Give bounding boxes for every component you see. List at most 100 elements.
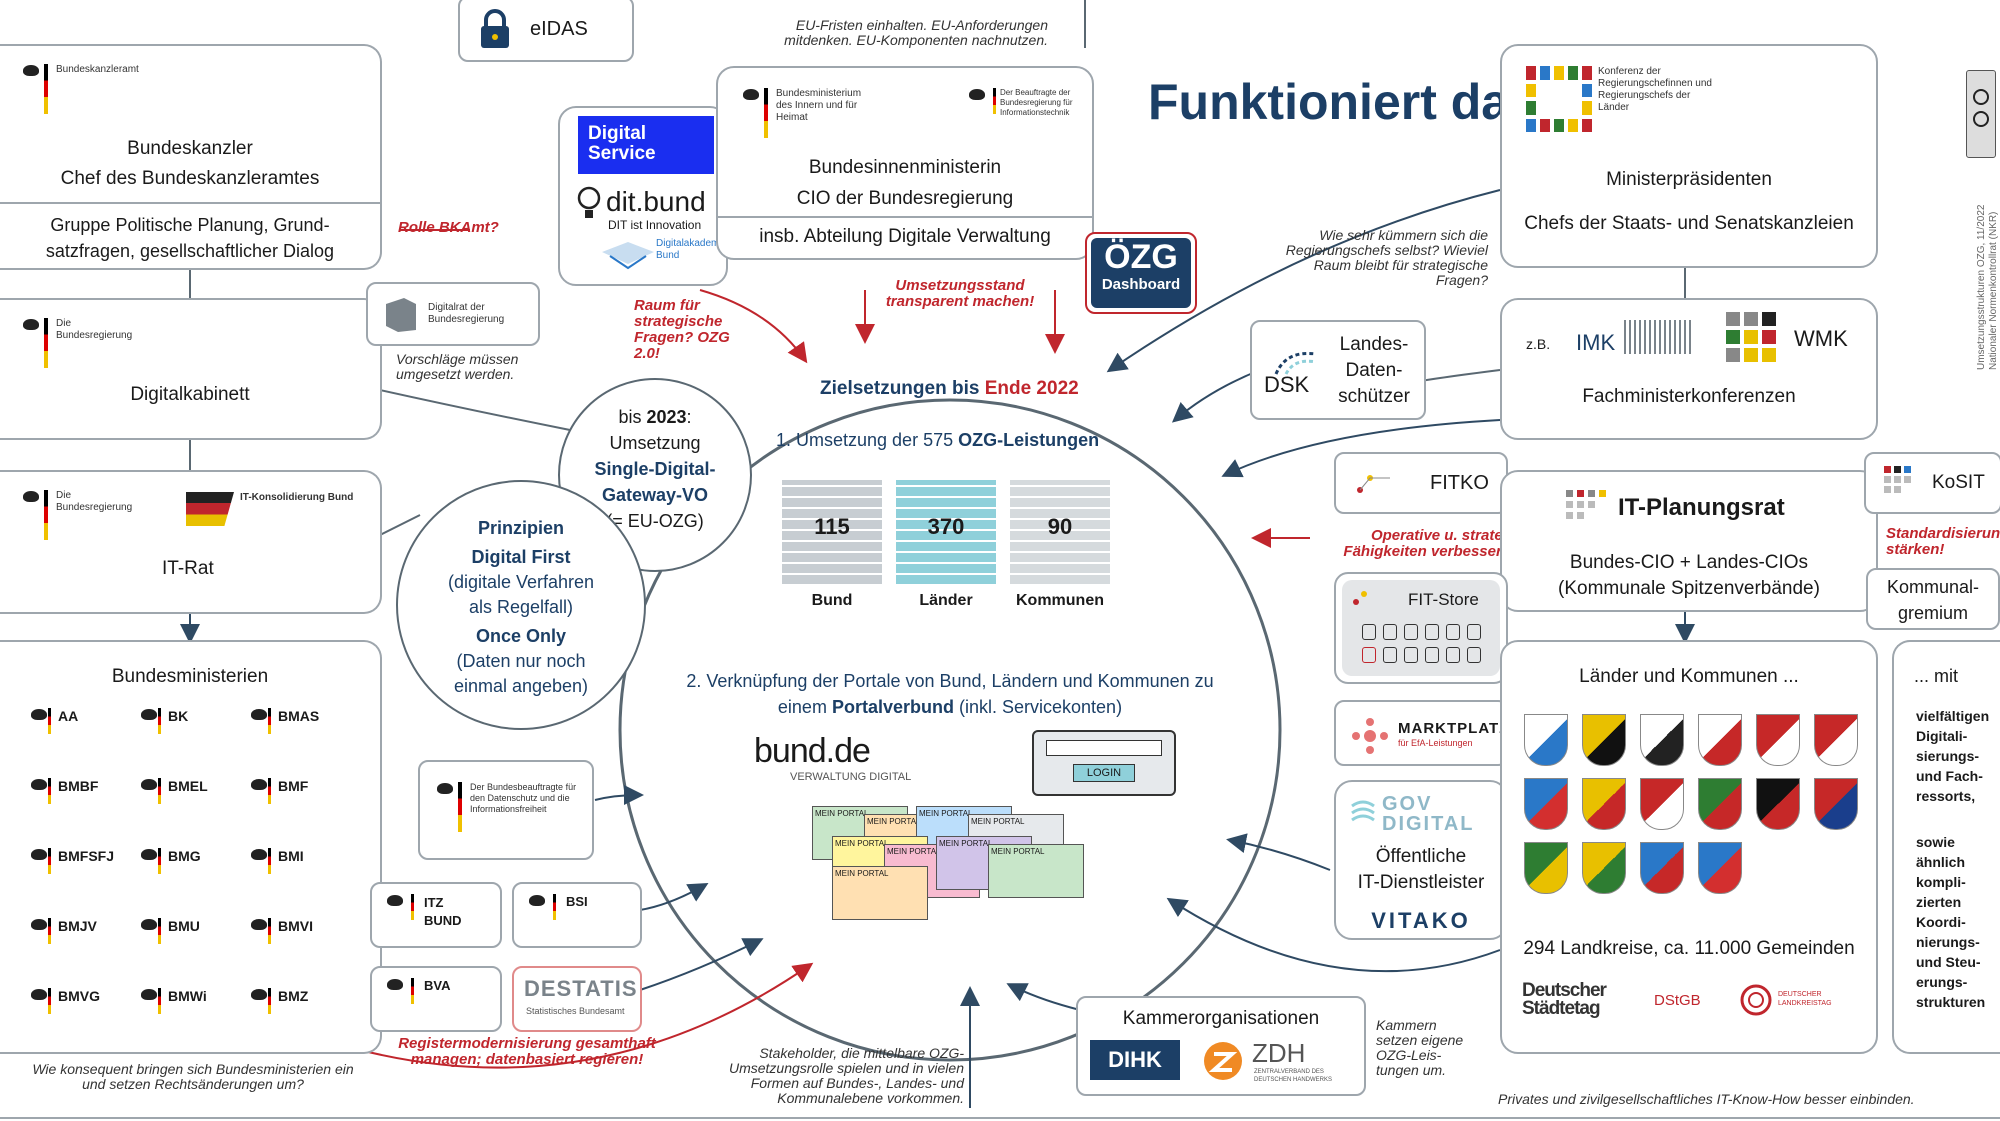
ministry-bmz: BMZ [250, 988, 360, 1014]
operative-note: Operative u. strateg. Fähigkeiten verbes… [1343, 527, 1516, 560]
flag-icon [158, 708, 161, 734]
coat-hamburg-icon [1814, 714, 1858, 766]
eagle-icon [30, 778, 47, 792]
flag-icon [48, 778, 51, 804]
wmk-label: WMK [1794, 326, 1848, 351]
digitalrat-label: Digitalrat der Bundesregierung [428, 302, 505, 325]
zb-label: z.B. [1526, 336, 1551, 352]
ministry-label: BMFSFJ [58, 848, 114, 864]
standardisierung-note: Standardisierung stärken! [1886, 525, 2000, 558]
ministry-bmf: BMF [250, 778, 360, 804]
dsk-label: DSK [1264, 372, 1310, 397]
destatis-logo: DESTATIS [524, 976, 638, 1001]
fit-store-button[interactable]: FIT-Store [1334, 572, 1508, 684]
imk-logo: IMK [1576, 330, 1616, 355]
flag-icon [48, 918, 51, 944]
ministry-label: BMF [278, 778, 309, 794]
wmk-icon [1726, 312, 1776, 362]
mit-text2: sowie ähnlich kompli-zierten Koordi-nier… [1916, 834, 1986, 1010]
ministry-bmvg: BMVG [30, 988, 140, 1014]
ministry-label: BK [168, 708, 189, 724]
bundesinnenministerin-label: Bundesinnenministerin [808, 157, 1002, 178]
flag-icon [158, 778, 161, 804]
eagle-icon [250, 848, 267, 862]
eu-note: EU-Fristen einhalten. EU-Anforderungen m… [784, 17, 1048, 48]
zdh-sub: ZENTRALVERBAND DES DEUTSCHEN HANDWERKS [1254, 1069, 1333, 1083]
ozg-count-value: 90 [1047, 514, 1073, 539]
flag-icon [458, 782, 462, 832]
sdg-bis: bis [618, 407, 642, 427]
ministry-label: BMEL [168, 778, 208, 794]
digital-service-logo: Digital Service [578, 116, 714, 174]
ministry-bmfsfj: BMFSFJ [30, 848, 140, 874]
ministry-bmvi: BMVI [250, 918, 360, 944]
digitalkabinett-label: Digitalkabinett [130, 384, 250, 405]
flag-icon [48, 708, 51, 734]
fitko-icon [1357, 475, 1390, 493]
it-planungsrat-logo-icon [1566, 490, 1606, 519]
landkreise-label: 294 Landkreise, ca. 11.000 Gemeinden [1523, 938, 1855, 959]
coat-sachsen-icon [1524, 842, 1568, 894]
it-planungsrat-box: IT-Planungsrat Bundes-CIO + Landes-CIOs … [1500, 470, 1878, 612]
fitko-label: FITKO [1430, 472, 1489, 494]
itzbund-label2: BUND [424, 913, 462, 928]
ministry-aa: AA [30, 708, 140, 734]
staedtetag-logo: Deutscher Städtetag [1522, 980, 1607, 1019]
bmi-box: Bundesministerium des Innern und für Hei… [716, 66, 1094, 260]
flag-icon [158, 848, 161, 874]
ministry-label: BMU [168, 918, 200, 934]
bund-de-logo: bund.de VERWALTUNG DIGITAL [754, 732, 912, 783]
ministry-bmel: BMEL [140, 778, 250, 804]
eagle-icon [22, 64, 40, 84]
sdg-year: 2023 [646, 407, 687, 427]
prinzipien-head: Prinzipien [477, 518, 564, 538]
flag-icon [44, 318, 48, 368]
zdh-icon [1204, 1042, 1242, 1080]
imk-bars-icon [1624, 320, 1694, 354]
eagle-icon [140, 848, 157, 862]
eagle-icon [30, 918, 47, 932]
ministry-bmu: BMU [140, 918, 250, 944]
once-only-sub: (Daten nur noch einmal angeben) [453, 651, 589, 696]
kammerorganisationen-box: Kammerorganisationen DIHK ZDH ZENTRALVER… [1076, 996, 1366, 1096]
ministry-label: BMVG [58, 988, 100, 1004]
stakeholder-note: Stakeholder, die mittelbare OZG-Umsetzun… [728, 1045, 964, 1106]
flag-icon [268, 918, 271, 944]
bmi-cio-logo-text: Der Beauftragte der Bundesregierung für … [1000, 88, 1073, 117]
coat-hessen-icon [1524, 778, 1568, 830]
eagle-icon [528, 894, 546, 914]
center-circle [618, 398, 1282, 1062]
flag-icon [268, 848, 271, 874]
page-title: Funktioniert das? [1148, 74, 1568, 130]
landes-datenschuetzer-label: Landes-Daten-schützer [1338, 334, 1410, 407]
bfdi-label: Der Bundesbeauftragte für den Datenschut… [470, 782, 577, 814]
it-konsolidierung-logo: IT-Konsolidierung Bund [186, 492, 353, 526]
ministry-label: BMVI [278, 918, 313, 934]
ozg-count-label: Länder [919, 592, 973, 609]
coat-berlin-icon [1640, 714, 1684, 766]
eagle-icon [30, 988, 47, 1002]
ozg-dashboard-button[interactable]: ÖZG Dashboard [1085, 232, 1197, 314]
akademie-icon [602, 242, 654, 270]
dsk-icon [1274, 351, 1317, 375]
ziel-point-1: 1. Umsetzung der 575 OZG-Leistungen [776, 430, 1100, 450]
flag-icon [268, 708, 271, 734]
coat-bremen-icon [1756, 714, 1800, 766]
umsetzung-note: Umsetzungsstand transparent machen! [885, 277, 1035, 310]
ozg-count-tile-kommunen: 90 [1010, 480, 1110, 584]
ozg-count-value: 115 [814, 514, 850, 539]
bundesministerien-head: Bundesministerien [111, 666, 269, 687]
dlt-icon [1740, 984, 1772, 1016]
ministry-bmg: BMG [140, 848, 250, 874]
login-widget[interactable]: LOGIN [1032, 730, 1176, 796]
mein-portal-window: MEIN PORTAL [832, 866, 928, 920]
digitalakademie-logo: Digitalakademie Bund [656, 238, 728, 261]
cio-bundesregierung-label: CIO der Bundesregierung [796, 188, 1014, 209]
it-dienstleister-box: GOV DIGITAL Öffentliche IT-Dienstleister… [1334, 780, 1508, 940]
digitalrat-icon [386, 298, 416, 332]
ministry-bmjv: BMJV [30, 918, 140, 944]
mp-note: Wie sehr kümmern sich die Regierungschef… [1285, 227, 1488, 288]
bundesregierung-logo-text: Die Bundesregierung [56, 490, 133, 513]
marktplatz-label: MARKTPLATZ [1398, 720, 1510, 737]
